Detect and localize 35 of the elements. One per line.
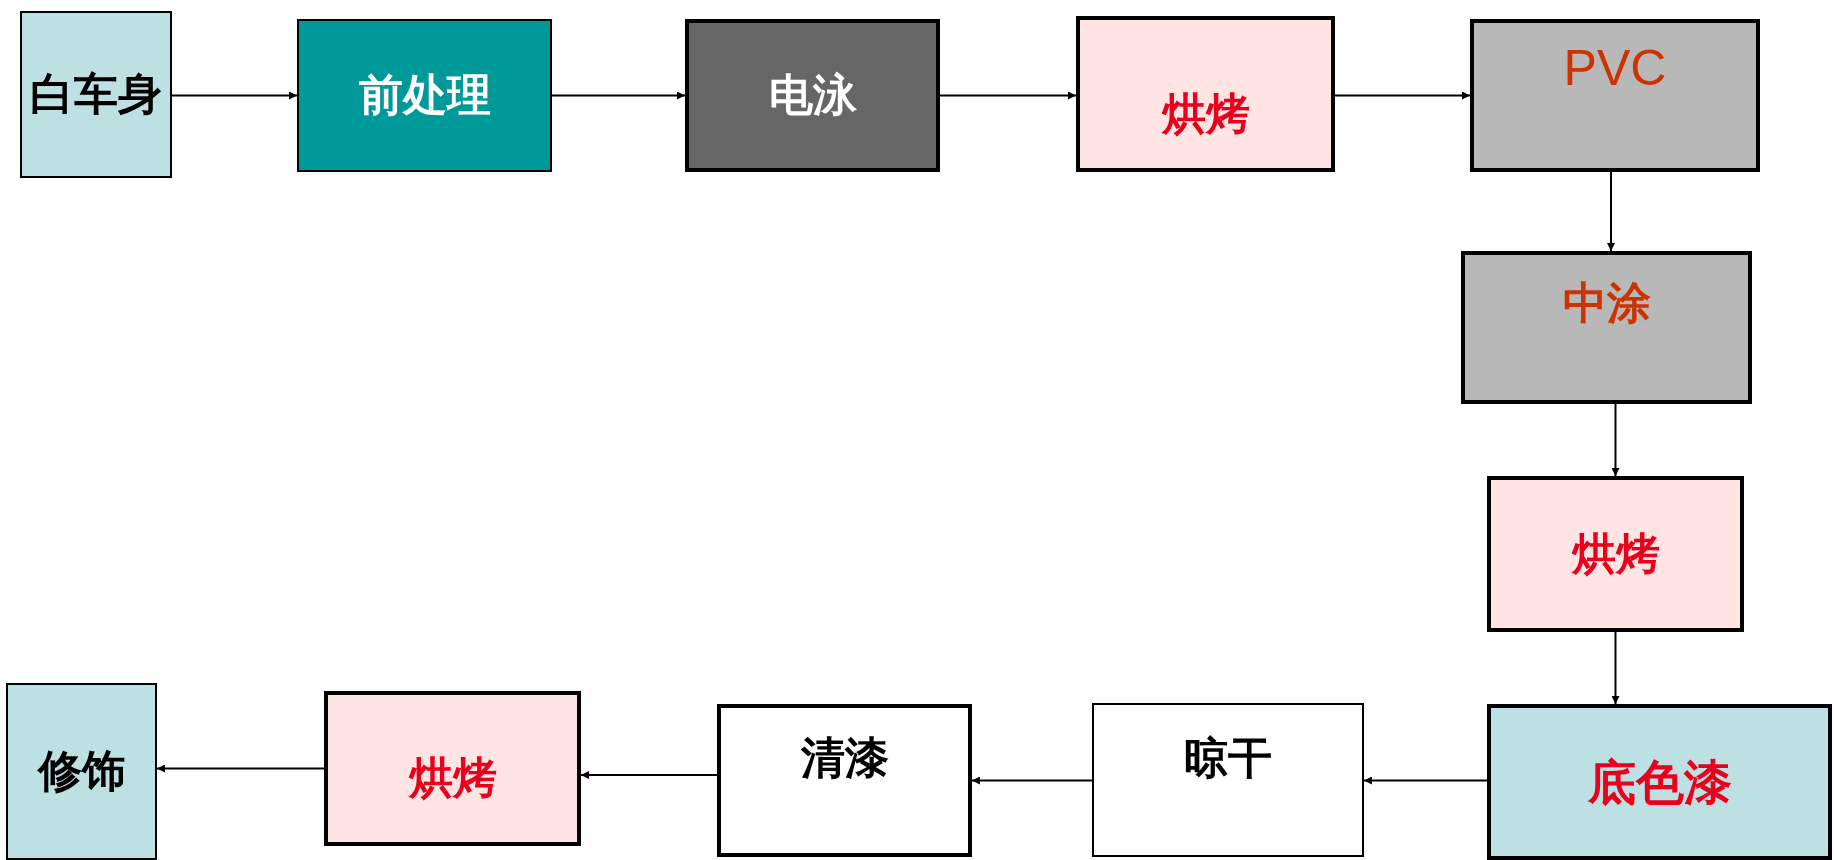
process-box [20,11,172,178]
process-label: 修饰 [37,747,126,796]
process-label: 底色漆 [1587,755,1732,809]
arrow [1363,776,1488,785]
process-box [297,19,552,172]
process-box [6,683,157,860]
arrow [1607,171,1615,252]
arrow [1611,631,1620,705]
arrow [939,91,1077,100]
process-label: 清漆 [800,734,889,783]
process-label: 烘烤 [1161,89,1250,139]
arrow [971,776,1093,785]
process-label: 中涂 [1562,279,1651,328]
arrow [580,771,718,779]
process-box [1092,703,1364,857]
process-label: PVC [1563,41,1667,96]
process-label: 前处理 [358,71,491,120]
arrow [156,764,325,773]
arrow [171,91,298,100]
process-box [324,691,581,846]
process-box [1487,476,1744,632]
process-box [685,19,940,172]
process-label: 电泳 [768,71,857,120]
arrow [551,91,686,100]
process-label: 晾干 [1184,733,1272,783]
process-box [1470,19,1760,172]
arrow [1611,403,1620,477]
process-box [717,704,972,857]
process-label: 烘烤 [1571,529,1660,579]
process-box [1461,251,1752,404]
process-box [1487,704,1832,860]
process-box [1076,16,1335,172]
arrow [1334,91,1471,100]
process-label: 白车身 [30,70,162,119]
process-label: 烘烤 [408,754,497,803]
